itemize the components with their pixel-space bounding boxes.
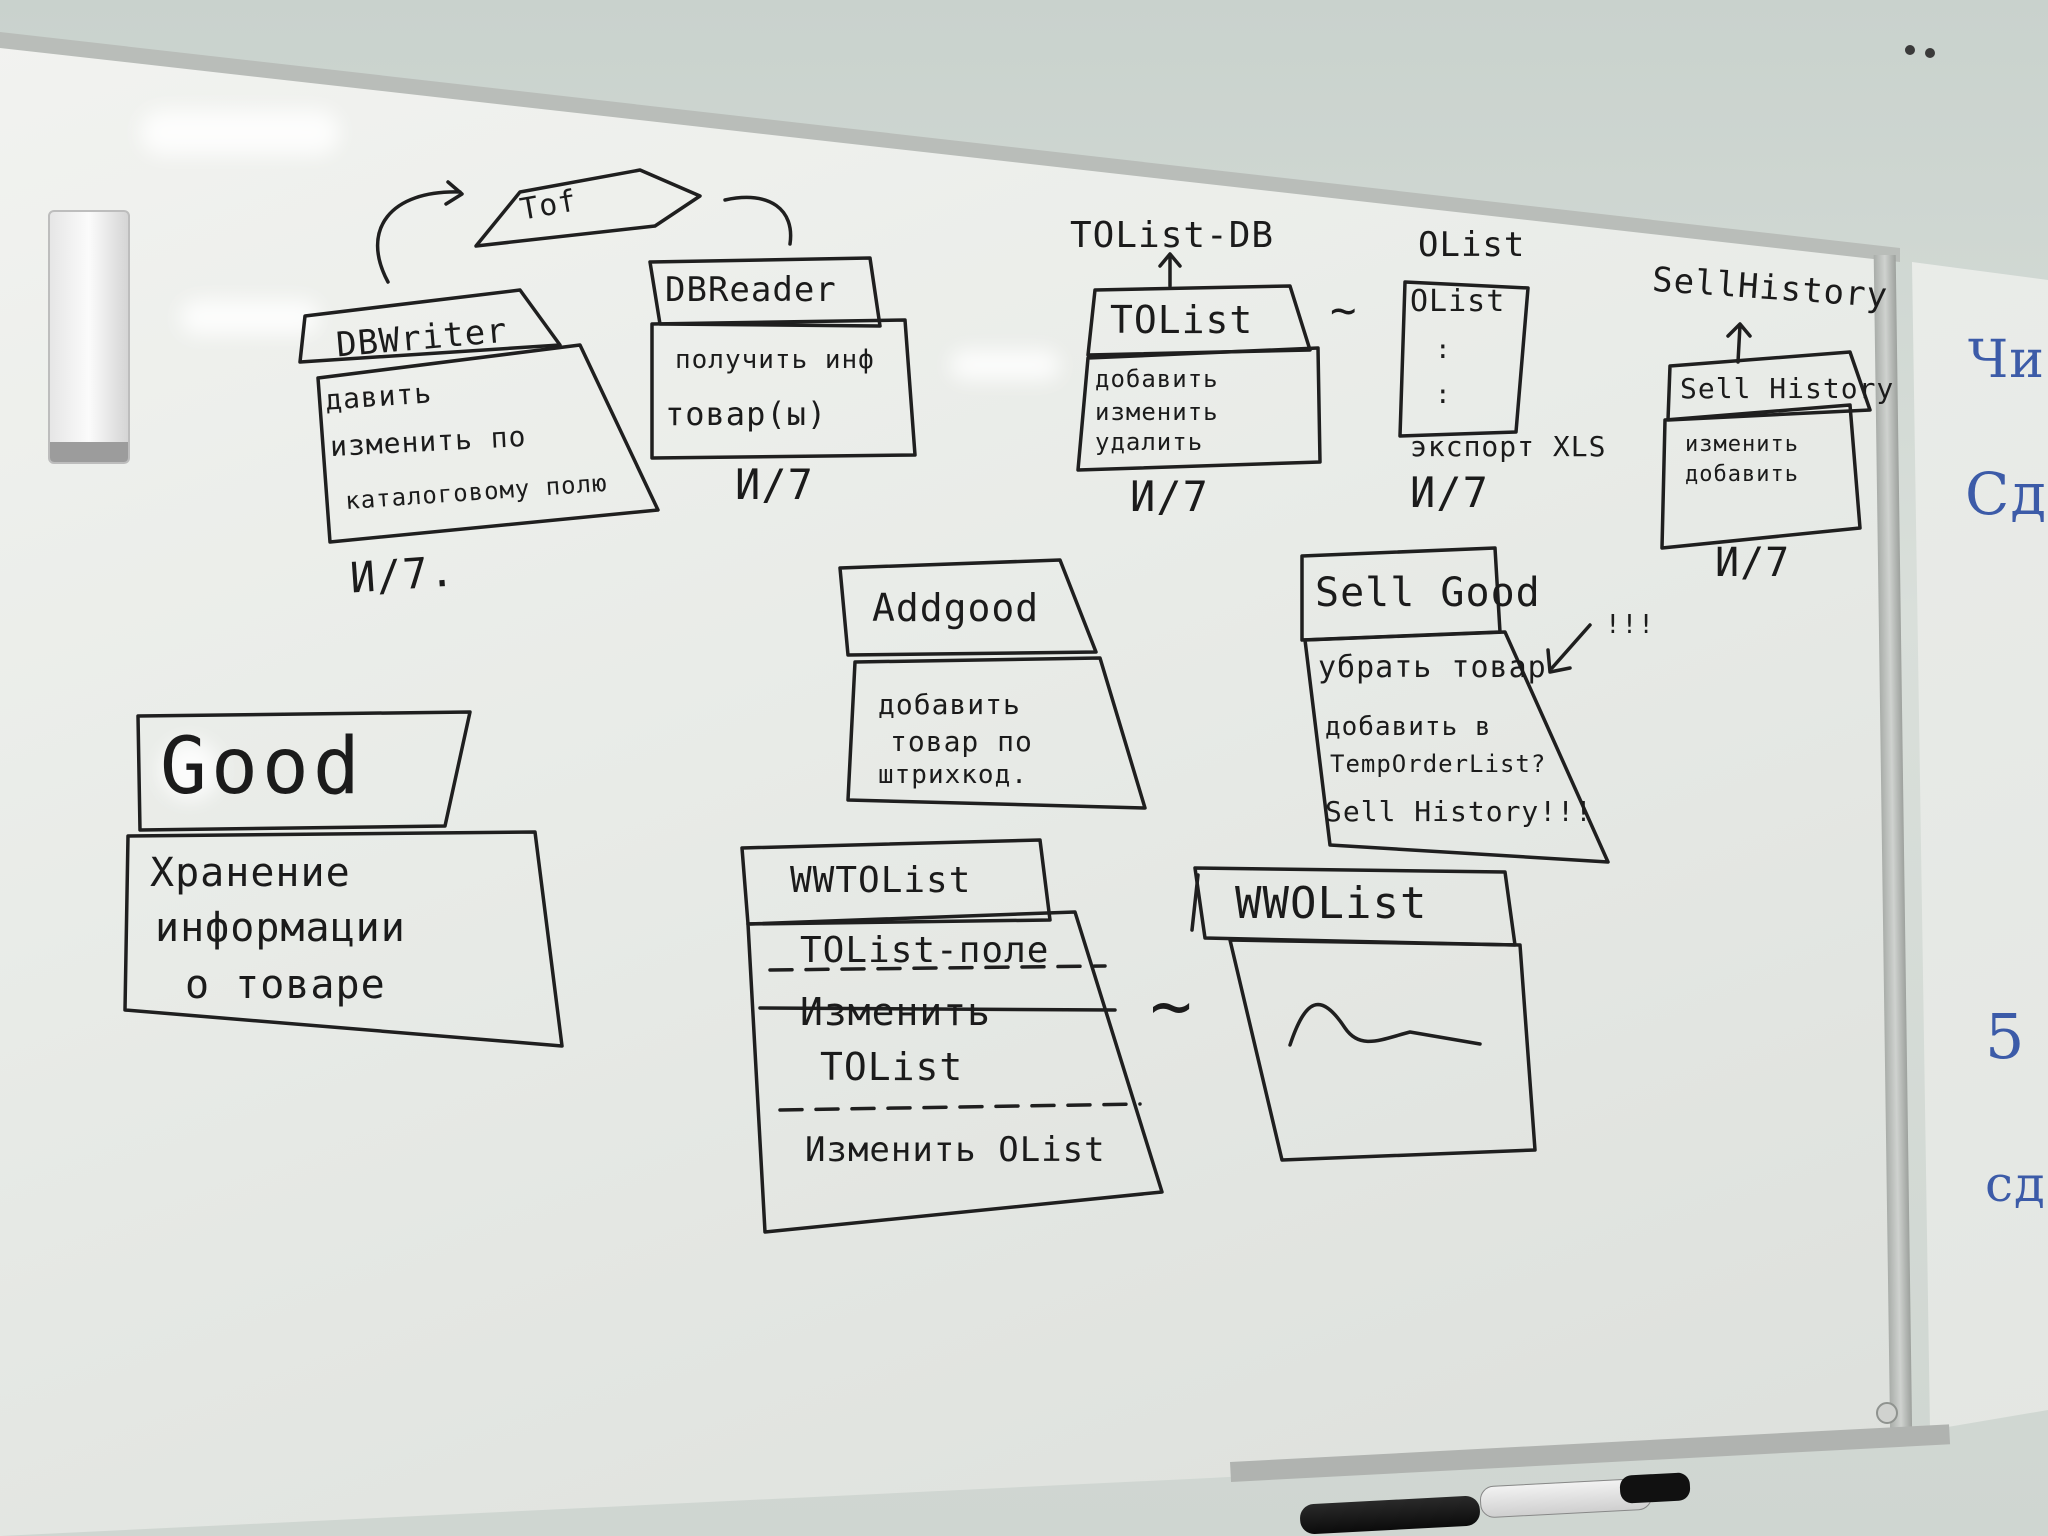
olist-export: экспорт XLS <box>1410 430 1607 463</box>
sellgood-line-4: Sell History!!! <box>1325 795 1593 828</box>
dbreader-ui: И/7 <box>735 460 814 509</box>
good-line-3: о товаре <box>185 962 386 1008</box>
olist-dots-2: : <box>1435 380 1452 410</box>
sellgood-line-3: TempOrderList? <box>1330 750 1547 778</box>
dbreader-title: DBReader <box>665 270 837 310</box>
good-line-2: информации <box>155 905 406 951</box>
wall-pin <box>1905 45 1915 55</box>
addgood-line-1: добавить <box>878 688 1021 721</box>
olist-ui: И/7 <box>1410 468 1489 517</box>
sellhistory-line-1: изменить <box>1685 432 1799 457</box>
addgood-title: Addgood <box>872 586 1040 630</box>
light-reflection <box>140 110 340 155</box>
sellgood-title: Sell Good <box>1315 570 1541 616</box>
tolist-line-1: добавить <box>1095 365 1219 393</box>
wwtolist-title: WWTOList <box>790 860 972 901</box>
marker-cap[interactable] <box>1619 1472 1691 1504</box>
wwolist-title: WWOList <box>1235 878 1428 929</box>
sellgood-line-1: убрать товар <box>1318 650 1547 685</box>
sellgood-note: !!! <box>1605 610 1655 640</box>
tolist-line-2: изменить <box>1095 398 1219 426</box>
tolist-ui: И/7 <box>1130 472 1209 521</box>
tolist-title: TOList <box>1110 298 1254 342</box>
eraser-felt <box>50 442 128 462</box>
wall-pin <box>1925 48 1935 58</box>
dbreader-line-1: получить инф <box>675 345 875 375</box>
right-board-fragment-4: сд <box>1985 1155 2046 1213</box>
right-board-fragment-3: 5 <box>1985 1000 2026 1073</box>
light-reflection <box>950 350 1060 380</box>
wwtolist-line-3: TOList <box>820 1045 964 1089</box>
good-title: Good <box>160 722 364 812</box>
light-reflection <box>180 300 320 335</box>
dbreader-line-2: товар(ы) <box>665 395 828 433</box>
wwtolist-line-1: TOList-поле <box>800 930 1050 971</box>
sellgood-line-2: добавить в <box>1325 712 1492 742</box>
right-board-fragment-1: Чи <box>1968 330 2045 390</box>
wwtolist-line-2: Изменить <box>800 990 992 1034</box>
tolist-olist-tilde: ~ <box>1330 285 1358 336</box>
frame-screw <box>1876 1402 1898 1424</box>
good-line-1: Хранение <box>150 850 351 896</box>
tolist-top-label: TOList-DB <box>1070 215 1275 256</box>
wwtolist-wwolist-tilde: ~ <box>1150 965 1194 1047</box>
right-board-fragment-2: Сд <box>1965 460 2048 528</box>
sellhistory-line-2: добавить <box>1685 462 1799 487</box>
addgood-line-3: штрихкод. <box>878 760 1028 790</box>
addgood-line-2: товар по <box>890 725 1033 758</box>
board-eraser[interactable] <box>48 210 130 464</box>
tolist-line-3: удалить <box>1095 428 1204 456</box>
olist-top-label: OList <box>1418 225 1526 265</box>
sellhistory-ui: И/7 <box>1715 540 1791 586</box>
dbwriter-ui: И/7. <box>348 546 457 603</box>
olist-dots-1: : <box>1435 335 1452 365</box>
wwtolist-line-4: Изменить OList <box>805 1130 1106 1170</box>
olist-title: OList <box>1410 284 1506 319</box>
sellhistory-title: Sell History <box>1680 372 1895 405</box>
